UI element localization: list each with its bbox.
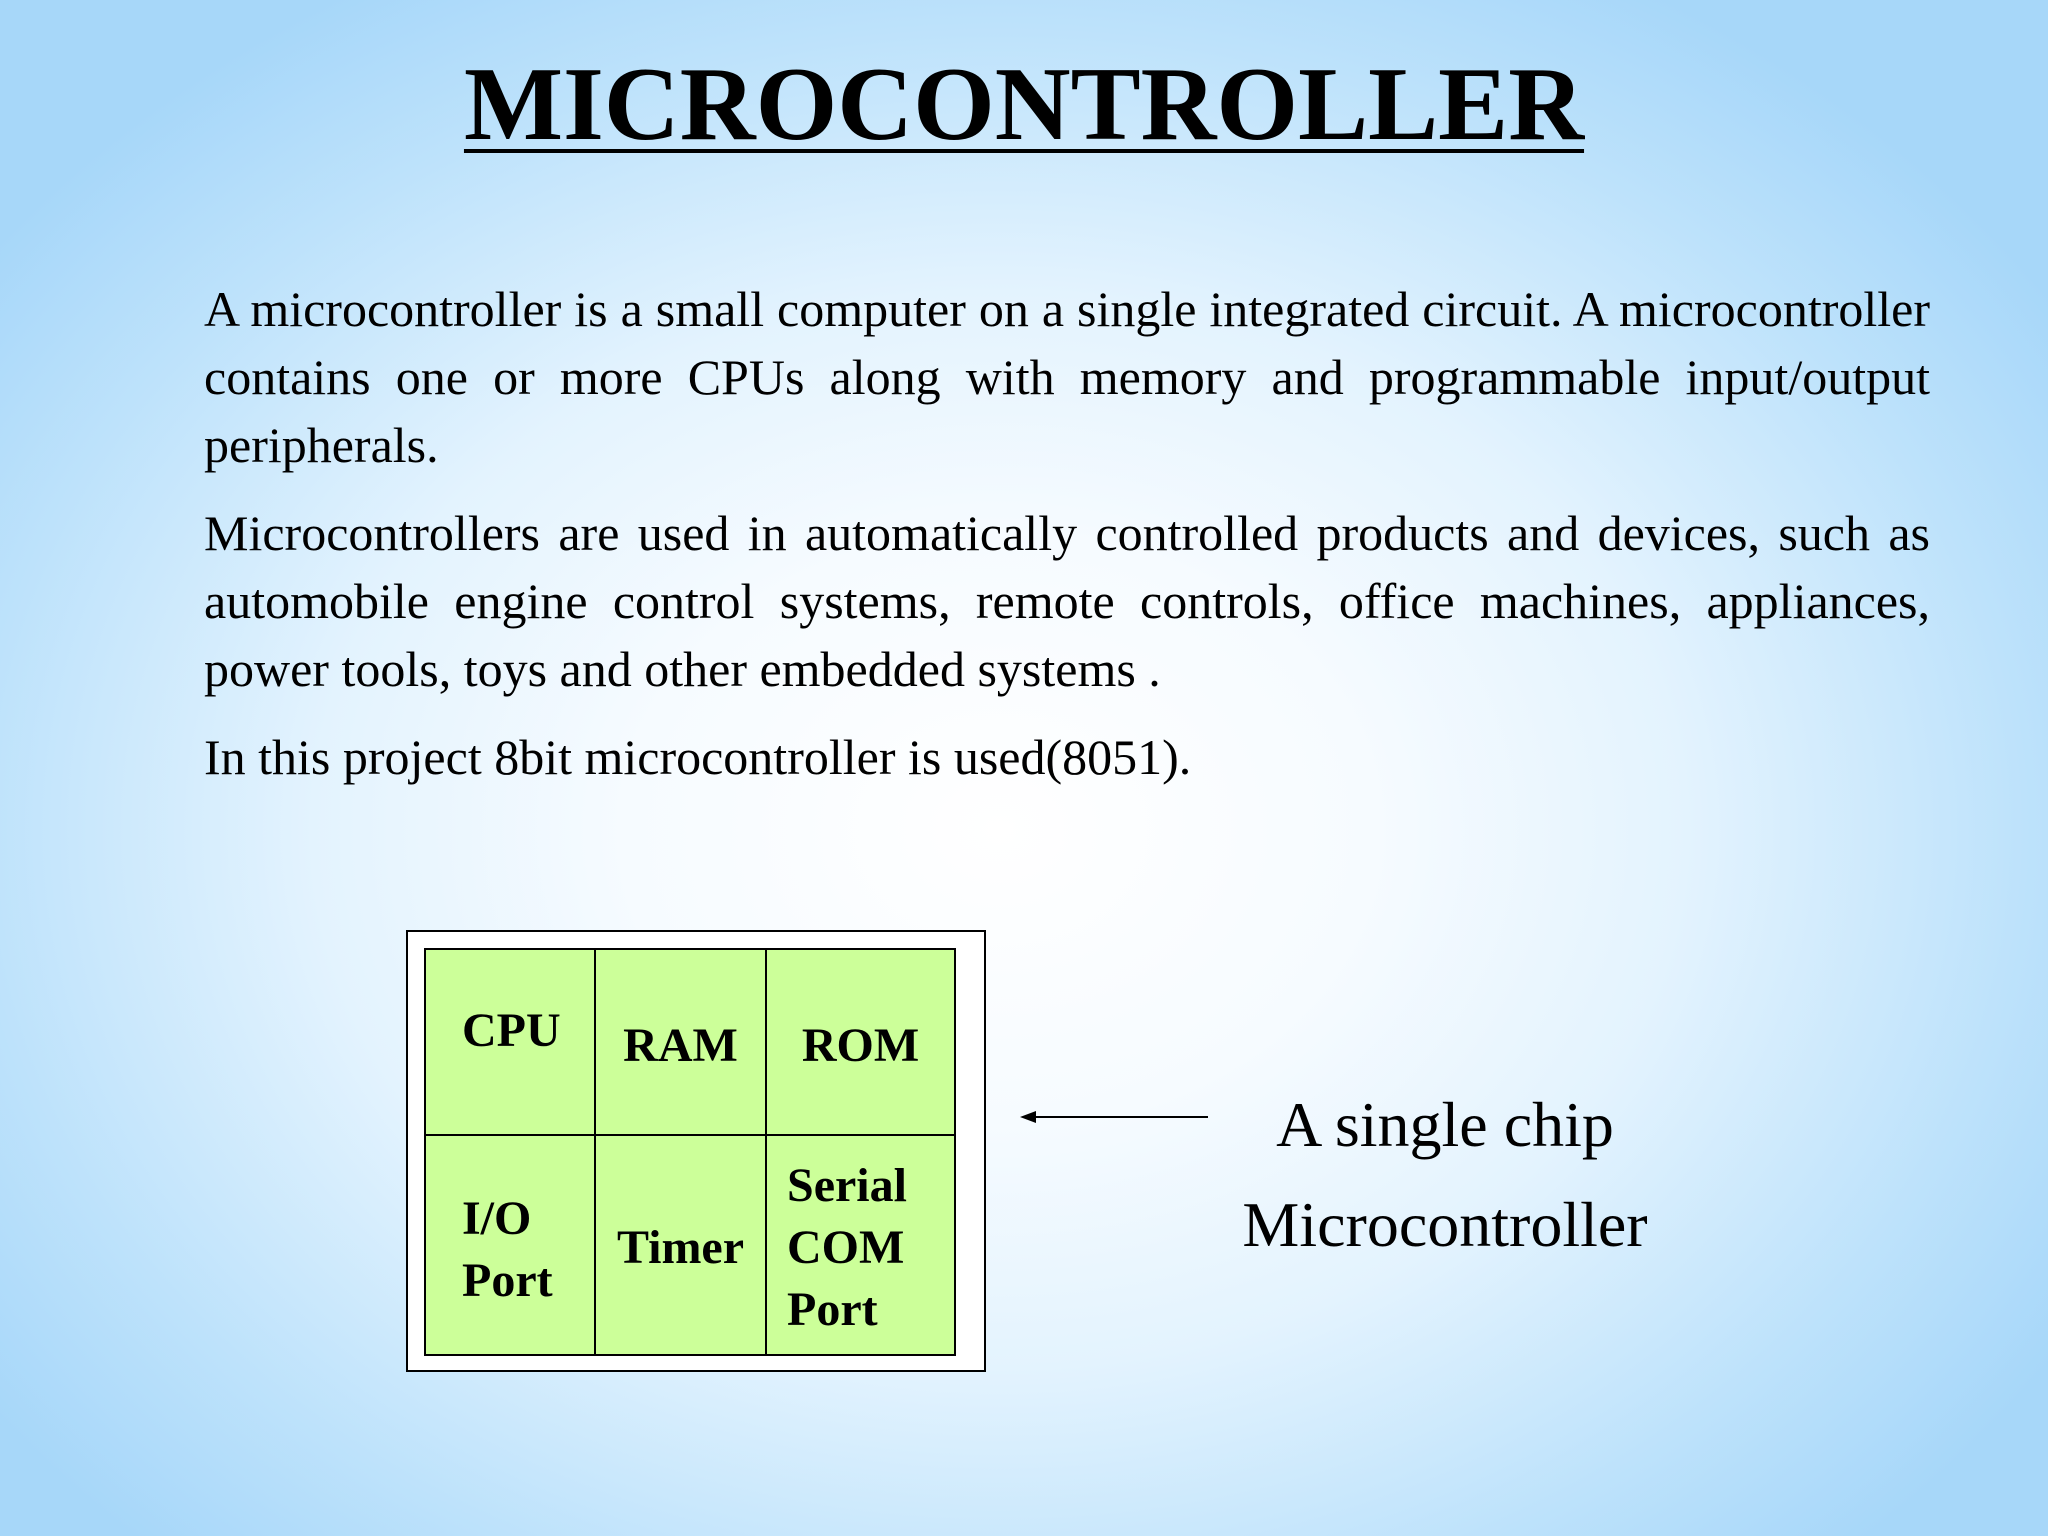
- slide-title: MICROCONTROLLER: [463, 45, 1585, 162]
- cpu-label: CPU: [462, 1004, 561, 1057]
- timer-block: Timer: [596, 1136, 767, 1354]
- rom-block: ROM: [767, 950, 954, 1136]
- applications-paragraph: Microcontrollers are used in automatical…: [204, 505, 1930, 697]
- caption-line-2: Microcontroller: [1242, 1189, 1648, 1260]
- ram-label: RAM: [623, 1019, 738, 1072]
- left-arrow-icon: [1020, 1111, 1208, 1123]
- chip-diagram: CPU RAM ROM I/O Port Timer Serial COM Po…: [406, 930, 986, 1372]
- io-port-label: I/O Port: [462, 1192, 553, 1307]
- serial-com-port-label: Serial COM Port: [787, 1159, 907, 1336]
- ram-block: RAM: [596, 950, 767, 1136]
- body-text: A microcontroller is a small computer on…: [204, 275, 1930, 811]
- rom-label: ROM: [801, 1019, 920, 1072]
- serial-com-port-block: Serial COM Port: [767, 1136, 954, 1354]
- chip-caption: A single chip Microcontroller: [1195, 1075, 1695, 1275]
- project-paragraph: In this project 8bit microcontroller is …: [204, 729, 1192, 785]
- io-port-block: I/O Port: [426, 1136, 596, 1354]
- definition-paragraph: A microcontroller is a small computer on…: [204, 281, 1930, 473]
- chip-block-grid: CPU RAM ROM I/O Port Timer Serial COM Po…: [424, 948, 956, 1356]
- cpu-block: CPU: [426, 950, 596, 1136]
- timer-label: Timer: [616, 1221, 745, 1274]
- caption-line-1: A single chip: [1276, 1089, 1614, 1160]
